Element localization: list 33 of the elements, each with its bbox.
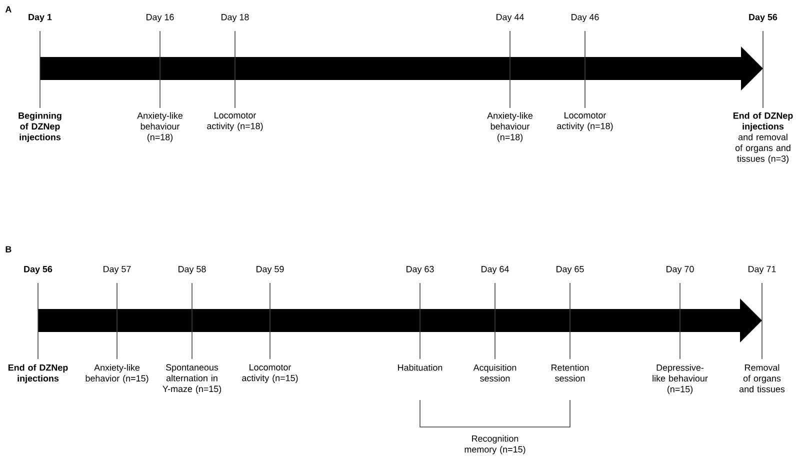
day-label: Day 44: [496, 14, 524, 22]
day-label: Day 58: [178, 266, 206, 274]
day-label: Day 65: [556, 266, 584, 274]
event-label: Retention session: [552, 364, 589, 382]
day-label: Day 56: [749, 14, 778, 22]
day-label: Day 18: [222, 14, 249, 22]
panel-letter: B: [6, 246, 12, 252]
event-label: Acquisition session: [473, 364, 516, 382]
day-label: Day 59: [256, 266, 284, 274]
event-label: Habituation: [398, 364, 442, 371]
day-label: Day 64: [482, 266, 509, 274]
event-label: Removal of organs and tissues: [739, 364, 785, 392]
group-label: Recognition memory (n=15): [464, 435, 526, 454]
day-label: Day 16: [146, 14, 174, 22]
event-label: Locomotor activity (n=18): [557, 112, 613, 131]
event-label: Depressive-like behaviour (n=15): [652, 364, 708, 394]
day-label: Day 71: [748, 266, 776, 274]
event-label: Beginning of DZNep injections: [18, 112, 62, 142]
day-label: Day 70: [666, 266, 694, 274]
day-label: Day 1: [28, 14, 52, 22]
day-label: Day 57: [104, 266, 131, 274]
event-label: Anxiety-like behavior (n=15): [86, 364, 148, 384]
event-label: End of DZNep injections and removal of organs and tissues (n=3): [733, 112, 793, 164]
event-label: Anxiety-like behaviour (n=18): [487, 112, 533, 142]
day-label: Day 46: [572, 14, 599, 22]
event-label: End of DZNep injections: [8, 364, 68, 384]
event-label: Locomotor activity (n=18): [207, 112, 263, 131]
panel-letter: A: [5, 6, 12, 12]
event-label: Spontaneous alternation in Y-maze (n=15): [162, 364, 222, 394]
event-label: Locomotor activity (n=15): [242, 364, 298, 383]
day-label: Day 56: [24, 266, 52, 274]
event-label: Anxiety-like behaviour (n=18): [137, 112, 183, 142]
day-label: Day 63: [406, 266, 434, 274]
